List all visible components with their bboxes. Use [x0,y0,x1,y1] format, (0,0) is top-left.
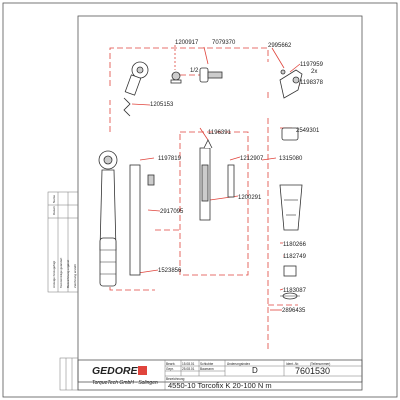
part-label-1182749: 1182749 [283,254,307,260]
part-label-1198378: 1198378 [300,80,324,86]
gepr-name: Baumann [200,367,214,371]
sleeve-part [281,127,299,141]
wrench-body-part [98,150,118,287]
part-label-2549301: 2549301 [296,128,320,134]
revision-table-top: Anzeige hinzugefügt Text-Einträge geände… [47,191,79,293]
revision-row-1: Anzeige hinzugefügt [52,261,56,288]
small-screw-part [280,69,286,75]
inner-tube-part [129,164,155,276]
part-label-2917095: 2917095 [160,209,184,215]
part-label-1197959: 1197959 [300,62,324,68]
spring-part [123,97,131,117]
drawing-title: 4550-10 Torcofix K 20-100 N m [168,381,272,390]
revision-table-bottom [59,357,79,391]
drawing-frame [77,15,363,383]
part-label-1200291: 1200291 [238,195,262,201]
revision-row-3: Bezeichnung ergänzt [66,260,70,288]
part-label-1523856: 1523856 [158,268,182,274]
part-label-1212907: 1212907 [240,156,264,162]
part-label-1-2: 1/2 [190,68,199,74]
bez-label: Bezeichnung [166,377,185,381]
bearb-date: 15.08.01 [182,362,195,366]
part-label-1315080: 1315080 [279,156,303,162]
part-label-1197819: 1197819 [158,156,182,162]
ident-sub: (Teilenummer) [310,362,330,366]
part-label-1205153: 1205153 [150,102,174,108]
part-label-2896435: 2896435 [282,308,306,314]
part-labels: 1200917 1/2 7079370 2995662 1197959 2x 1… [150,40,324,314]
revision-row-4: Zeichnung erstellt [73,264,77,288]
gedore-logo-mark [138,366,147,375]
gedore-logo: GEDORE [92,365,139,377]
gepr-date: 25.08.01 [182,367,195,371]
part-label-1196391: 1196391 [208,130,232,136]
end-cap-part [279,69,303,99]
square-drive-part [170,71,182,84]
torque-mechanism-part [199,139,235,221]
part-label-1183087: 1183087 [283,288,307,294]
part-label-2995662: 2995662 [268,43,292,49]
knob-part [199,67,223,83]
ratchet-head-part [124,61,149,96]
company-name: TorqueTech GmbH · Solingen [92,380,158,386]
index-label: Änderungsindex [227,362,250,366]
bearb-name: Schlubbe [200,362,214,366]
lock-ring-part [280,292,300,300]
part-label-1200917: 1200917 [175,40,199,46]
revision-col-date: Datum [52,206,56,215]
revision-col-name: Name [52,195,56,203]
part-label-1180266: 1180266 [283,242,307,248]
ident-value: 7601530 [295,366,330,376]
ident-label: Ident.-Nr. [286,362,299,366]
revision-row-2: Text-Einträge geändert [59,257,63,288]
title-block: Bearb. 15.08.01 Schlubbe Gepr. 25.08.01 … [77,359,363,391]
gepr-label: Gepr. [166,367,174,371]
grip-part [279,184,303,231]
assembly-lines [109,47,298,350]
part-label-2x: 2x [311,69,317,75]
index-value: D [252,366,258,375]
part-label-7079370: 7079370 [212,40,236,46]
bearb-label: Bearb. [166,362,176,366]
adjust-nut-part [283,265,297,277]
